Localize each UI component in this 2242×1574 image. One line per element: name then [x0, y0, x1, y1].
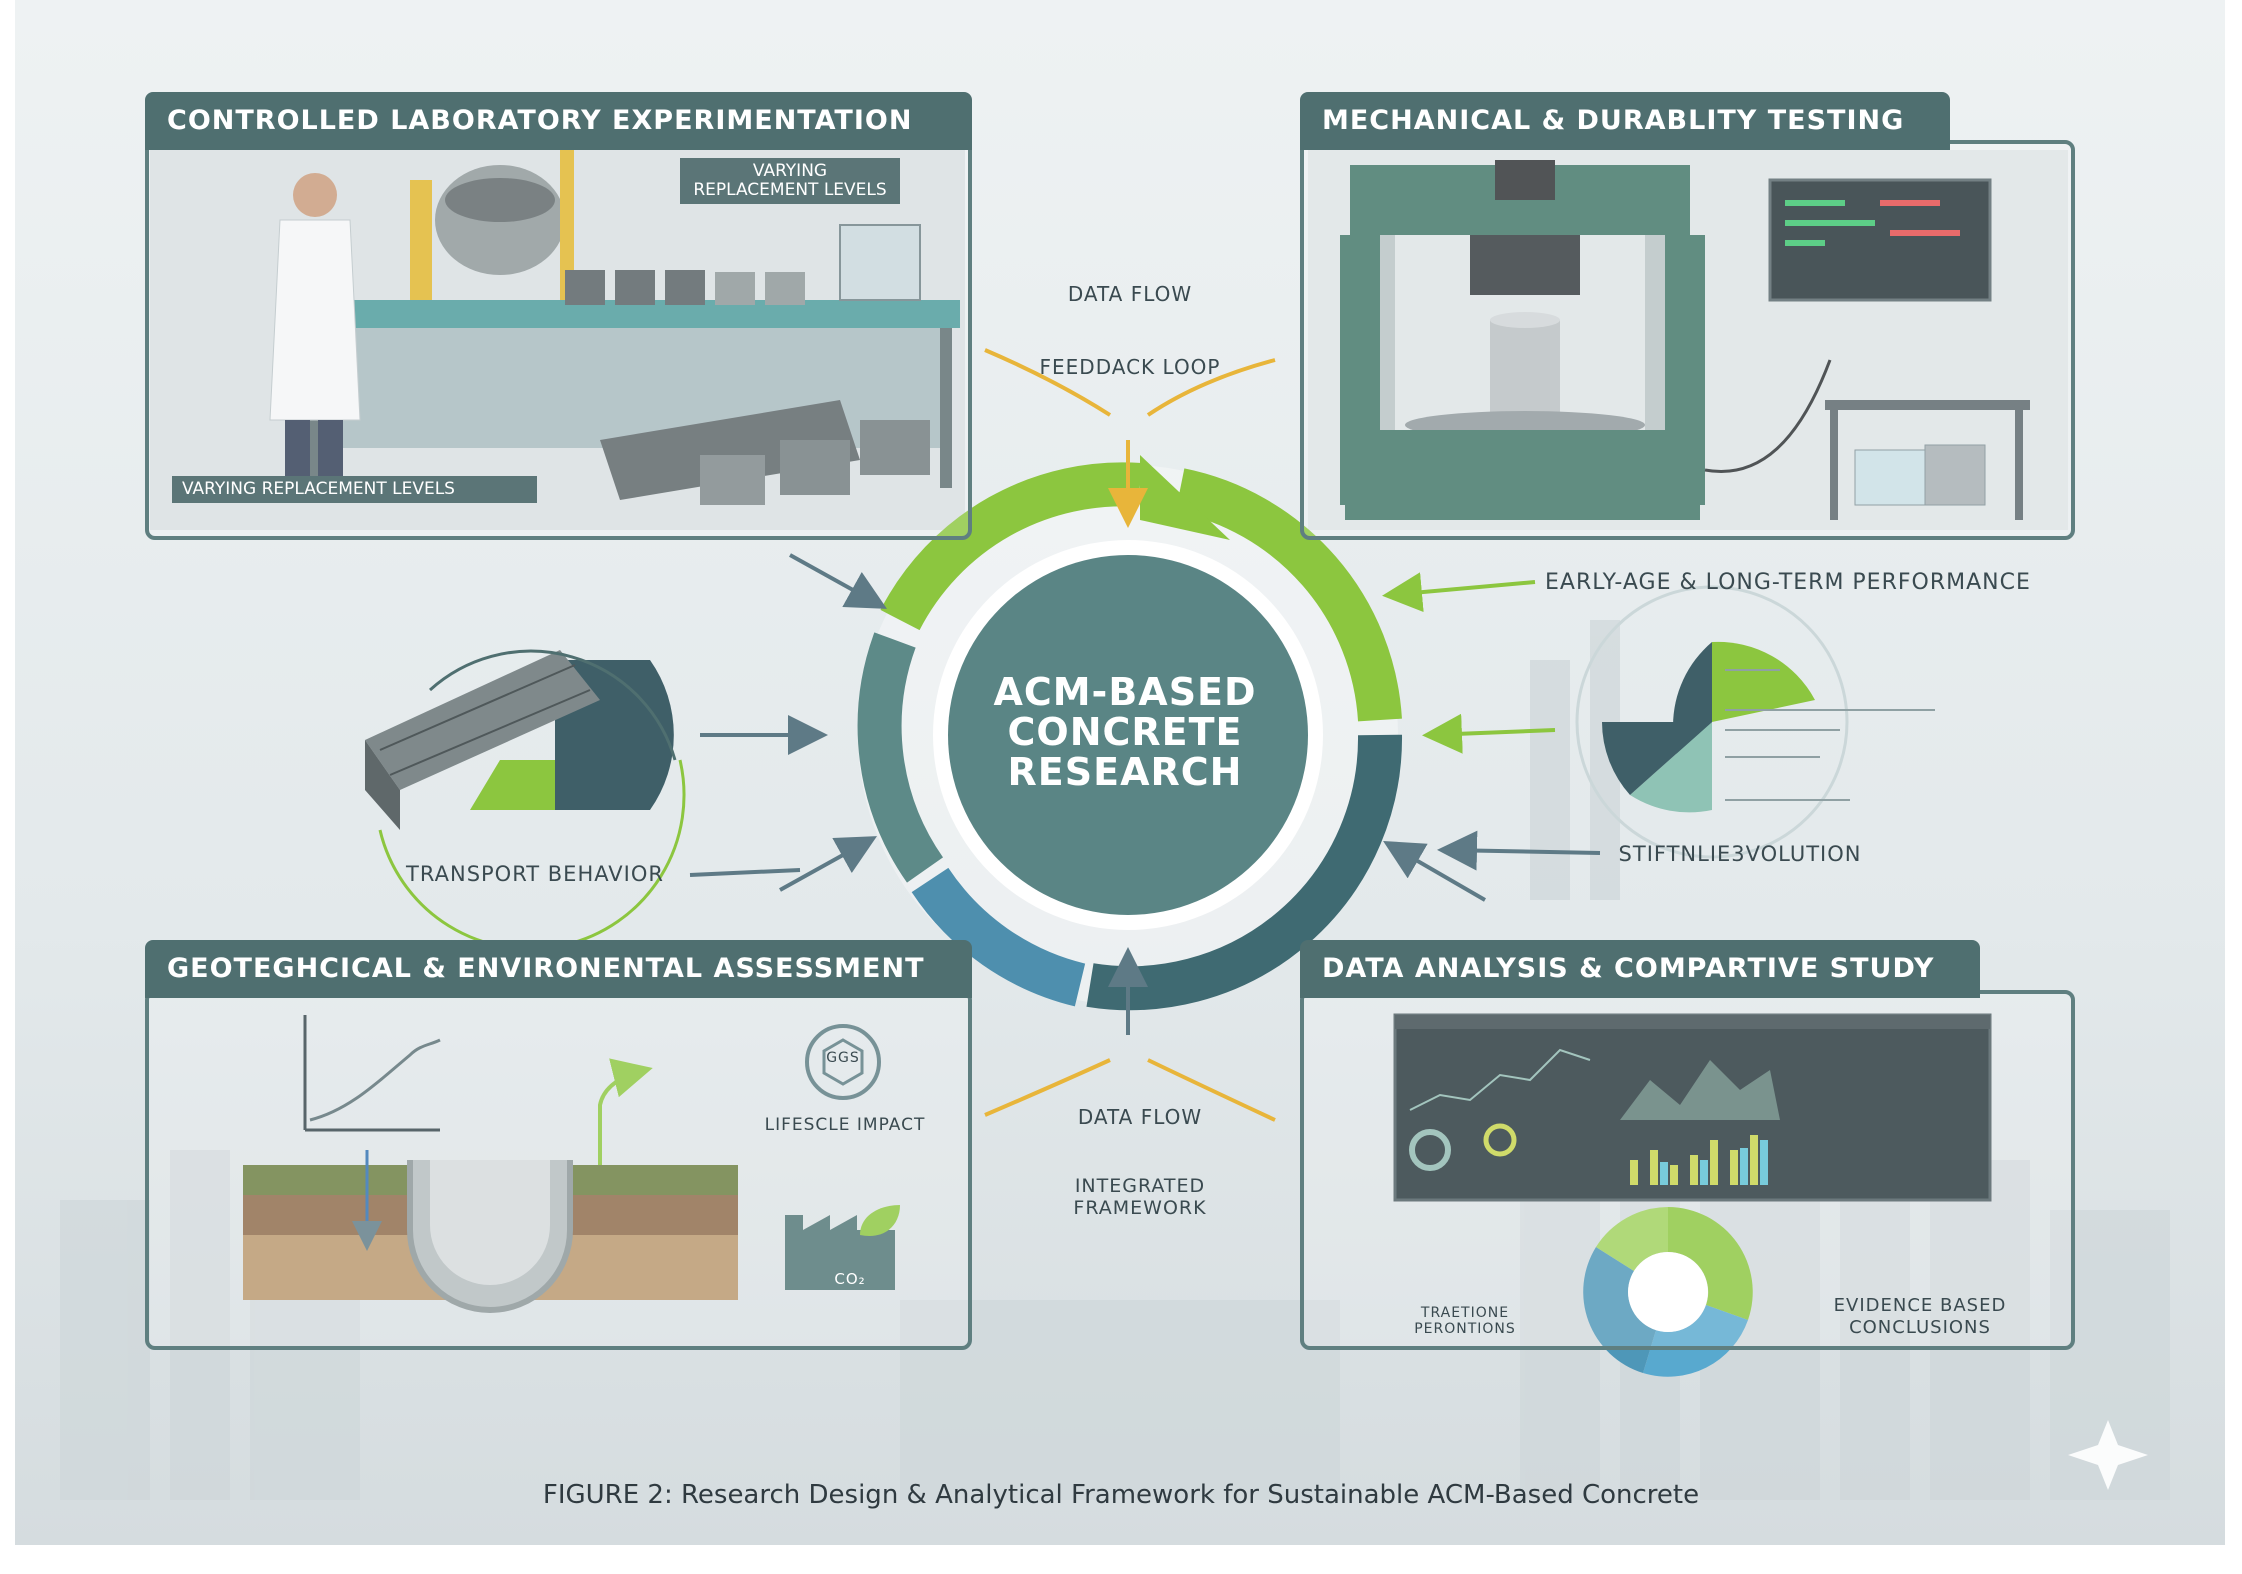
feedback-arrow-left [984, 348, 1112, 417]
label-sustainability-badge: GGS [826, 1050, 860, 1066]
sparkle-icon [2068, 1420, 2148, 1490]
sustainability-badge-icon [805, 1024, 881, 1100]
label-early-long-term-performance: EARLY-AGE & LONG-TERM PERFORMANCE [1545, 570, 2031, 595]
beaker-2 [1924, 444, 1986, 506]
lab-scene [150, 150, 965, 530]
donut-chart [1583, 1207, 1753, 1377]
specimen-moulds [565, 270, 805, 305]
cycle-arrow-icon [1140, 455, 1230, 540]
panel-title-geotechnical: GEOTEGHCICAL & ENVIRONENTAL ASSESSMENT [145, 940, 972, 998]
panel-title-data-analysis: DATA ANALYSIS & COMPARTIVE STUDY [1300, 940, 1980, 998]
geo-scene [243, 1015, 900, 1313]
panel-title-mechanical: MECHANICAL & DURABLITY TESTING [1300, 92, 1950, 150]
hub-title: ACM-BASED CONCRETE RESEARCH [993, 670, 1257, 794]
panel-geotechnical-assessment [145, 990, 972, 1350]
settlement-curve [309, 1038, 441, 1122]
testing-scene [1308, 150, 2068, 530]
central-cycle-ring [857, 455, 1403, 1011]
balance-scale [839, 224, 921, 301]
label-data-flow-bottom: DATA FLOW [1077, 1105, 1203, 1129]
bar-chart-marks [1630, 1135, 1758, 1185]
panel-mechanical-testing [1300, 140, 2075, 540]
label-evidence-based-conclusions: EVIDENCE BASED CONCLUSIONS [1833, 1295, 2007, 1338]
label-stiffness-evolution: STIFTNLIE3VOLUTION [1618, 842, 1862, 866]
panel-title-lab: CONTROLLED LABORATORY EXPERIMENTATION [145, 92, 972, 150]
beaker-1 [1854, 449, 1926, 506]
label-lifecycle-impact: LIFESCLE IMPACT [764, 1115, 926, 1135]
feedback-arrow-right [1146, 358, 1276, 417]
factory-icon [785, 1215, 895, 1290]
label-data-flow-top: DATA FLOW [1067, 282, 1193, 306]
performance-pie-chart [1575, 585, 1935, 859]
label-traditional-proportions: TRAETIONE PERONTIONS [1414, 1305, 1516, 1337]
label-transport-behavior: TRANSPORT BEHAVIOR [406, 862, 664, 886]
press-base [1345, 430, 1700, 520]
apparatus-stand [1825, 400, 2030, 410]
brick-pie-chart [365, 649, 686, 951]
figure-caption: FIGURE 2: Research Design & Analytical F… [542, 1480, 1700, 1510]
panel-data-analysis [1300, 990, 2075, 1350]
tag-replacement-levels-top: VARYING REPLACEMENT LEVELS [680, 158, 900, 204]
label-feedback-loop: FEEDDACK LOOP [1039, 355, 1221, 379]
hub-core [948, 555, 1308, 915]
brick-stack [600, 400, 930, 505]
tag-replacement-levels-bottom: VARYING REPLACEMENT LEVELS [172, 476, 537, 503]
panel-lab-experimentation [145, 140, 972, 540]
flow-arrows [689, 348, 1601, 1122]
label-integrated-framework: INTEGRATED FRAMEWORK [1073, 1175, 1207, 1219]
concrete-cylinder-specimen [1490, 320, 1560, 420]
analytics-scene [1393, 1013, 1992, 1377]
label-co2: CO₂ [834, 1270, 866, 1288]
leaf-icon [860, 1205, 900, 1236]
